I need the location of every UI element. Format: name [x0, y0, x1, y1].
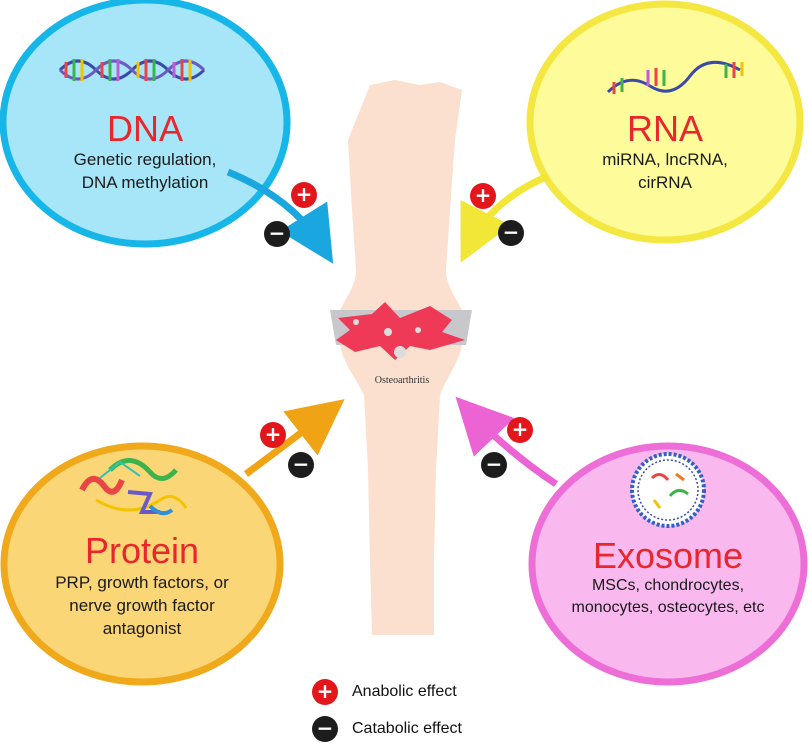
protein-description-line: PRP, growth factors, or [55, 573, 229, 592]
protein-description-line: antagonist [102, 619, 182, 638]
exosome-arrow [455, 396, 558, 487]
lesion-hole [415, 327, 421, 333]
center-label: Osteoarthritis [374, 375, 430, 386]
protein-circle [0, 442, 284, 686]
dna-helix-icon [58, 59, 206, 81]
anabolic-marker-dna: + [291, 182, 317, 208]
legend-anabolic: + Anabolic effect [312, 679, 457, 705]
legend-catabolic: − Catabolic effect [312, 716, 462, 742]
lower-bone [340, 345, 462, 635]
lesion-hole [353, 319, 359, 325]
lesion-hole [384, 328, 392, 336]
exosome-description-line: MSCs, chondrocytes, [591, 577, 745, 594]
exosome-circle [528, 442, 808, 686]
upper-bone [340, 80, 462, 310]
catabolic-marker-dna: − [264, 221, 290, 247]
anabolic-marker-exosome: + [507, 417, 533, 443]
catabolic-marker-rna: − [498, 220, 524, 246]
dna-arrow [226, 168, 334, 264]
rna-description-line: miRNA, lncRNA, [602, 150, 728, 169]
bone [330, 80, 472, 635]
protein-arrow [243, 399, 345, 477]
dna-description-line: Genetic regulation, [73, 150, 217, 169]
rna-arrow [460, 172, 550, 263]
exosome-description-line: monocytes, osteocytes, etc [571, 599, 765, 616]
legend-plus-icon: + [312, 679, 338, 705]
anabolic-marker-rna: + [470, 183, 496, 209]
lesion-hole [394, 346, 406, 358]
protein-title: Protein [84, 530, 200, 571]
protein-structure-icon [79, 458, 188, 516]
catabolic-marker-exosome: − [481, 452, 507, 478]
exosome-vesicle-icon [630, 452, 706, 528]
legend-anabolic-label: Anabolic effect [352, 683, 457, 700]
legend-catabolic-label: Catabolic effect [352, 720, 462, 737]
anabolic-marker-protein: + [260, 422, 286, 448]
exosome-title: Exosome [592, 535, 744, 576]
legend-minus-icon: − [312, 716, 338, 742]
rna-title: RNA [626, 108, 703, 149]
rna-description-line: cirRNA [638, 173, 692, 192]
rna-strand-icon [606, 60, 744, 94]
lesion [336, 302, 465, 360]
protein-description-line: nerve growth factor [69, 596, 215, 615]
dna-description-line: DNA methylation [81, 173, 209, 192]
catabolic-marker-protein: − [288, 452, 314, 478]
dna-title: DNA [106, 108, 183, 149]
